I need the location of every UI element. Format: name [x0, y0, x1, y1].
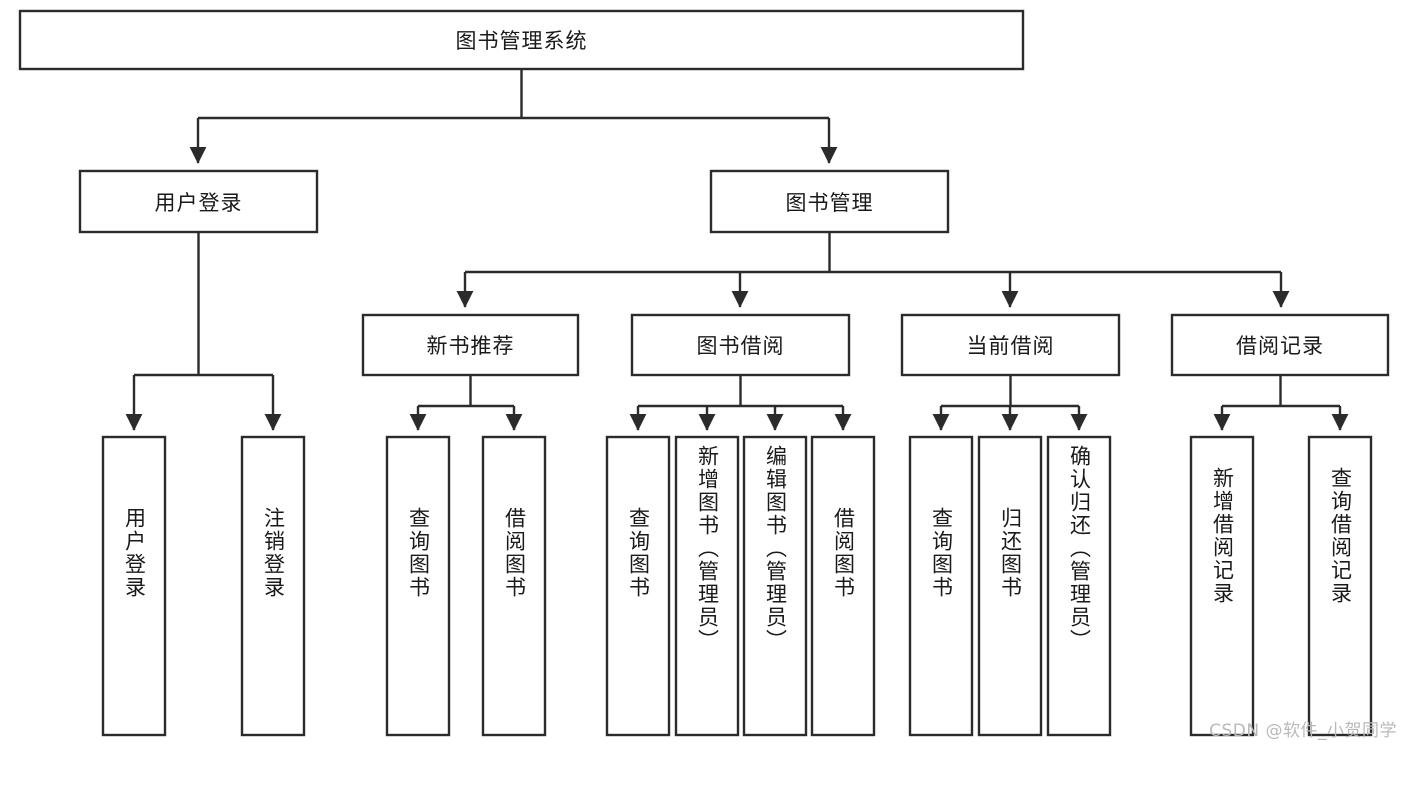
- leaf-box-book-borrow-1[interactable]: [674, 435, 740, 737]
- leaf-box-book-borrow-3[interactable]: [810, 435, 876, 737]
- leaf-box-current-borrow-2[interactable]: [1046, 435, 1112, 737]
- node-current-borrow-box[interactable]: [900, 313, 1121, 377]
- connector-new-book-to-leaves: [409, 375, 523, 431]
- leaf-box-current-borrow-0[interactable]: [908, 435, 974, 737]
- leaf-box-borrow-record-1[interactable]: [1307, 435, 1373, 737]
- connector-book-borrow-to-leaves: [629, 375, 852, 431]
- leaf-box-user-login-0[interactable]: [101, 435, 167, 737]
- node-book-mgmt-box[interactable]: [709, 169, 950, 234]
- csdn-watermark: CSDN @软件_小贺同学: [1209, 721, 1397, 741]
- leaf-box-book-borrow-2[interactable]: [742, 435, 808, 737]
- node-root-box[interactable]: [18, 9, 1025, 71]
- connector-book-mgmt-to-level3: [456, 232, 1290, 308]
- leaf-box-user-login-1[interactable]: [240, 435, 306, 737]
- connector-user-login-to-leaves: [125, 232, 282, 431]
- connector-borrow-record-to-leaves: [1213, 375, 1349, 431]
- leaf-box-new-book-1[interactable]: [481, 435, 547, 737]
- node-new-book-box[interactable]: [361, 313, 580, 377]
- flowchart-diagram: 图书管理系统 用户登录 图书管理 新书推荐 图书借阅 当前借阅 借阅记录 用户登…: [18, 9, 1397, 741]
- connector-current-borrow-to-leaves: [932, 375, 1088, 431]
- connector-root-to-level2: [189, 69, 838, 164]
- leaf-box-new-book-0[interactable]: [385, 435, 451, 737]
- node-borrow-record-box[interactable]: [1170, 313, 1390, 377]
- flowchart-canvas: [18, 9, 1390, 737]
- leaf-box-book-borrow-0[interactable]: [605, 435, 671, 737]
- leaf-box-current-borrow-1[interactable]: [977, 435, 1043, 737]
- leaf-box-borrow-record-0[interactable]: [1189, 435, 1255, 737]
- node-book-borrow-box[interactable]: [630, 313, 851, 377]
- node-user-login-box[interactable]: [78, 169, 319, 234]
